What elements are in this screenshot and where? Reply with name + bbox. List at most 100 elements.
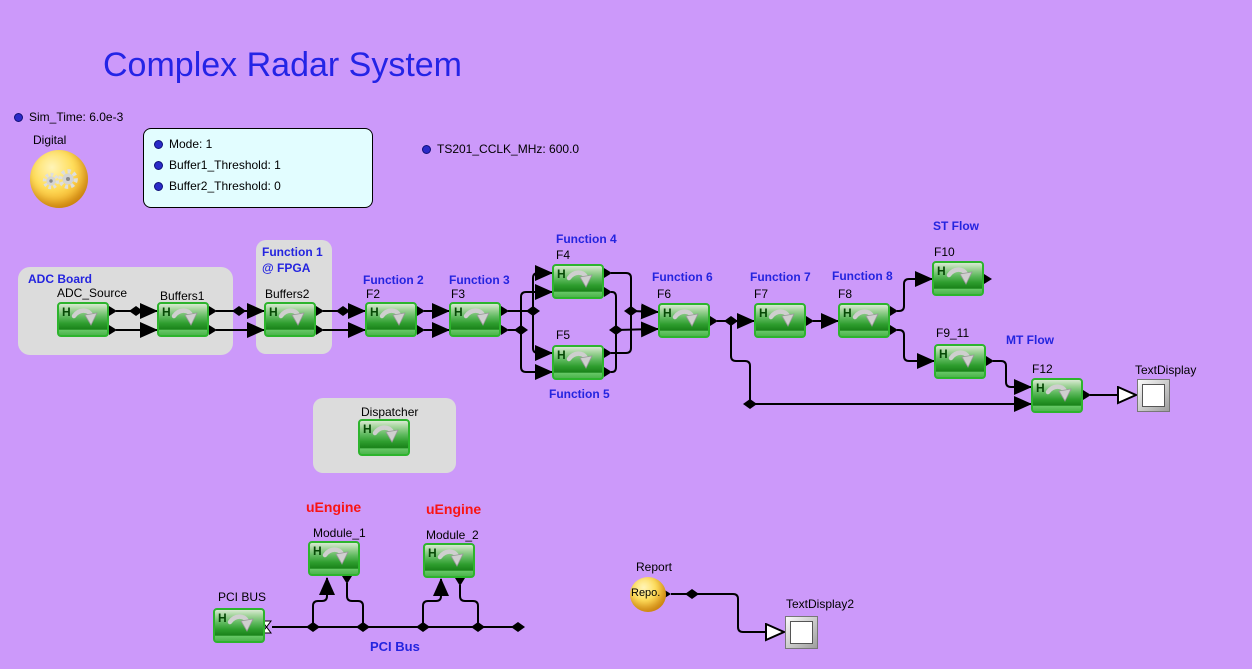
h-icon: H bbox=[557, 267, 566, 281]
h-icon: H bbox=[663, 306, 672, 320]
h-icon: H bbox=[370, 305, 379, 319]
block-f5[interactable]: H bbox=[552, 345, 604, 380]
block-f9-11[interactable]: H bbox=[934, 344, 986, 379]
label-module-2: Module_2 bbox=[426, 528, 479, 542]
annotation-at-fpga: @ FPGA bbox=[262, 261, 311, 275]
annotation-function4: Function 4 bbox=[556, 232, 617, 246]
label-f3: F3 bbox=[451, 287, 466, 301]
h-icon: H bbox=[218, 611, 227, 625]
annotation-function7: Function 7 bbox=[750, 270, 811, 284]
label-f9-11: F9_11 bbox=[936, 326, 970, 340]
label-module-1: Module_1 bbox=[313, 526, 366, 540]
curved-arrow-icon bbox=[70, 307, 98, 329]
block-f8[interactable]: H bbox=[838, 303, 890, 338]
block-module-1[interactable]: H bbox=[308, 541, 360, 576]
label-buffers1: Buffers1 bbox=[160, 289, 205, 303]
h-icon: H bbox=[939, 347, 948, 361]
curved-arrow-icon bbox=[671, 308, 699, 330]
curved-arrow-icon bbox=[565, 350, 593, 372]
block-f3[interactable]: H bbox=[449, 302, 501, 337]
block-buffers2[interactable]: H bbox=[264, 302, 316, 337]
block-f6[interactable]: H bbox=[658, 303, 710, 338]
label-f10: F10 bbox=[934, 245, 955, 259]
annotation-pci-bus: PCI Bus bbox=[370, 639, 420, 654]
block-adc-source[interactable]: H bbox=[57, 302, 109, 337]
curved-arrow-icon bbox=[462, 307, 490, 329]
h-icon: H bbox=[454, 305, 463, 319]
label-f7: F7 bbox=[754, 287, 769, 301]
param-dot-icon bbox=[422, 144, 431, 154]
block-f4[interactable]: H bbox=[552, 264, 604, 299]
curved-arrow-icon bbox=[851, 308, 879, 330]
label-f2: F2 bbox=[366, 287, 381, 301]
annotation-function8: Function 8 bbox=[832, 269, 893, 283]
annotation-uengine-2: uEngine bbox=[426, 501, 482, 517]
block-dispatcher[interactable]: H bbox=[358, 419, 410, 456]
h-icon: H bbox=[557, 348, 566, 362]
curved-arrow-icon bbox=[371, 424, 399, 446]
label-pci-bus-block: PCI BUS bbox=[218, 590, 267, 604]
param-sim-time[interactable]: Sim_Time: 6.0e-3 bbox=[14, 110, 123, 124]
annotation-function2: Function 2 bbox=[363, 273, 424, 287]
block-f7[interactable]: H bbox=[754, 303, 806, 338]
param-dot-icon bbox=[14, 112, 23, 122]
director-label: Digital bbox=[33, 133, 67, 147]
text-display-icon[interactable] bbox=[1137, 379, 1170, 412]
label-f6: F6 bbox=[657, 287, 672, 301]
text-display2-icon[interactable] bbox=[785, 616, 818, 649]
annotation-adc-board: ADC Board bbox=[28, 272, 93, 286]
param-dot-icon bbox=[154, 160, 163, 170]
block-pci-bus[interactable]: H bbox=[213, 608, 265, 643]
curved-arrow-icon bbox=[565, 269, 593, 291]
director-icon[interactable] bbox=[30, 150, 88, 208]
curved-arrow-icon bbox=[767, 308, 795, 330]
h-icon: H bbox=[162, 305, 171, 319]
h-icon: H bbox=[363, 422, 372, 436]
h-icon: H bbox=[313, 544, 322, 558]
label-f8: F8 bbox=[838, 287, 853, 301]
h-icon: H bbox=[428, 546, 437, 560]
param-buffer1-threshold[interactable]: Buffer1_Threshold: 1 bbox=[154, 158, 362, 172]
label-adc-source: ADC_Source bbox=[57, 286, 128, 300]
text-display-icon-inner bbox=[1142, 384, 1165, 407]
block-f10[interactable]: H bbox=[932, 261, 984, 296]
param-dot-icon bbox=[154, 139, 163, 149]
param-buffer2-threshold[interactable]: Buffer2_Threshold: 0 bbox=[154, 179, 362, 193]
block-buffers1[interactable]: H bbox=[157, 302, 209, 337]
curved-arrow-icon bbox=[226, 613, 254, 635]
label-text-display2: TextDisplay2 bbox=[786, 597, 855, 611]
param-ts201[interactable]: TS201_CCLK_MHz: 600.0 bbox=[422, 142, 579, 156]
h-icon: H bbox=[62, 305, 71, 319]
curved-arrow-icon bbox=[947, 349, 975, 371]
gear-icon bbox=[56, 167, 80, 191]
block-f2[interactable]: H bbox=[365, 302, 417, 337]
curved-arrow-icon bbox=[170, 307, 198, 329]
h-icon: H bbox=[843, 306, 852, 320]
annotation-st-flow: ST Flow bbox=[933, 219, 979, 233]
label-f5: F5 bbox=[556, 328, 571, 342]
label-buffers2: Buffers2 bbox=[265, 287, 310, 301]
block-f12[interactable]: H bbox=[1031, 378, 1083, 413]
annotation-mt-flow: MT Flow bbox=[1006, 333, 1054, 347]
label-report: Report bbox=[636, 560, 673, 574]
annotation-function5: Function 5 bbox=[549, 387, 610, 401]
annotation-function3: Function 3 bbox=[449, 273, 510, 287]
label-dispatcher: Dispatcher bbox=[361, 405, 419, 419]
label-f4: F4 bbox=[556, 248, 571, 262]
report-icon-text: Repo. bbox=[631, 587, 661, 599]
curved-arrow-icon bbox=[436, 548, 464, 570]
param-mode[interactable]: Mode: 1 bbox=[154, 137, 362, 151]
block-report[interactable]: Repo. bbox=[630, 577, 666, 612]
h-icon: H bbox=[759, 306, 768, 320]
annotation-uengine-1: uEngine bbox=[306, 499, 362, 515]
block-module-2[interactable]: H bbox=[423, 543, 475, 578]
parameter-box: Mode: 1 Buffer1_Threshold: 1 Buffer2_Thr… bbox=[143, 128, 373, 208]
page-title: Complex Radar System bbox=[103, 46, 463, 84]
curved-arrow-icon bbox=[321, 546, 349, 568]
curved-arrow-icon bbox=[945, 266, 973, 288]
curved-arrow-icon bbox=[378, 307, 406, 329]
label-text-display: TextDisplay bbox=[1135, 363, 1197, 377]
label-f12: F12 bbox=[1032, 362, 1053, 376]
text-display2-icon-inner bbox=[790, 621, 813, 644]
